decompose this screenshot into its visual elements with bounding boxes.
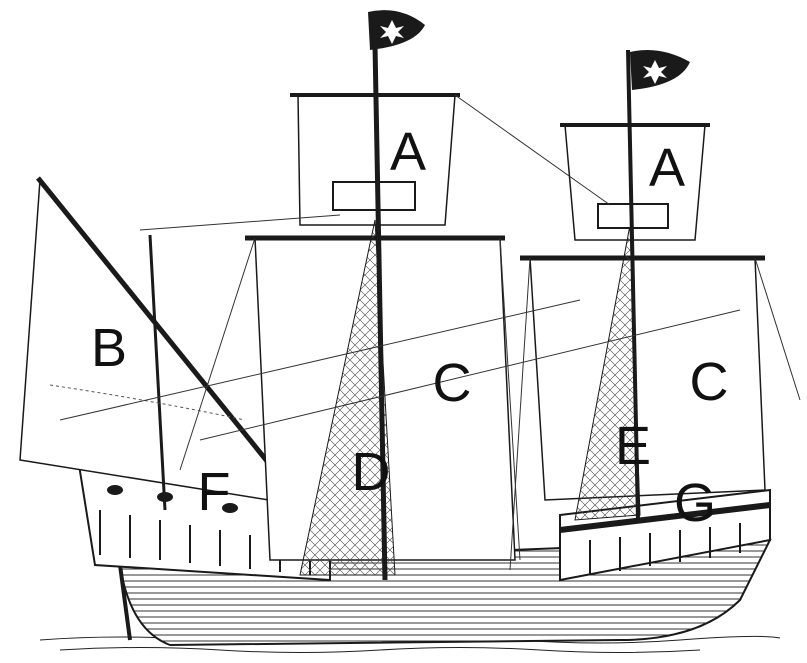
label-topsail-main: A: [389, 122, 427, 182]
label-aftercastle: F: [197, 462, 231, 522]
rigging: [59, 94, 801, 571]
label-forecastle: G: [673, 473, 717, 533]
cross-pattee-flag-icon: [630, 49, 690, 90]
main-mast-rig: [245, 10, 516, 581]
label-lateen-sail: B: [90, 318, 128, 378]
label-topsail-fore: A: [648, 138, 686, 198]
label-main-sail: C: [432, 353, 472, 413]
label-fore-sail: C: [689, 352, 729, 412]
label-fore-mast: E: [614, 416, 652, 476]
label-main-mast: D: [351, 442, 391, 502]
lateen-sail: [19, 176, 307, 511]
cross-pattee-flag-icon: [368, 10, 425, 51]
